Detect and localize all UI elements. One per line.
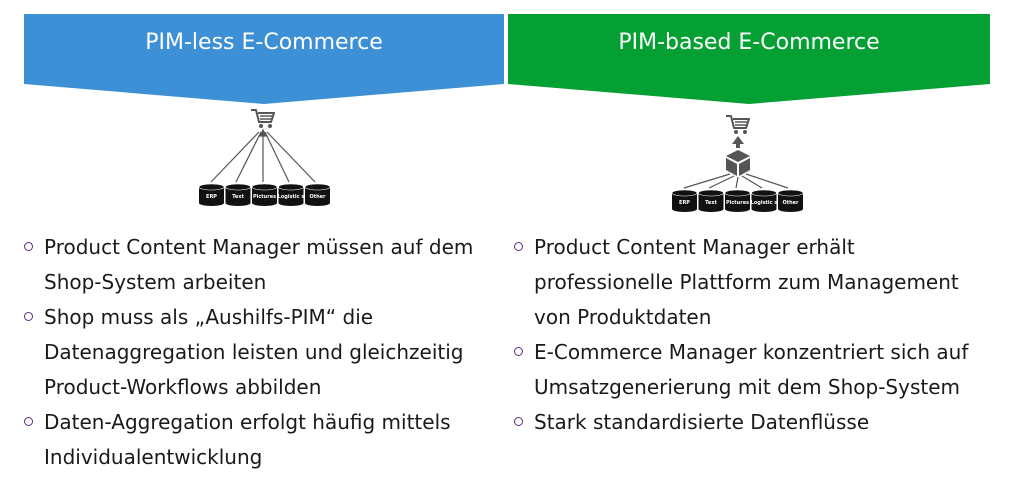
data-flow-arrows [683,173,789,189]
bullet-item: Daten-Aggregation erfolgt häufig mittels… [24,405,504,475]
database-icon: ERP [198,183,225,206]
database-label: Text [232,194,244,200]
database-label: Logistic s [751,200,778,206]
pim-less-title: PIM-less E-Commerce [145,30,383,55]
bullet-item: Product Content Manager müssen auf dem S… [24,230,504,300]
database-label: Text [705,200,717,206]
arrow-up-icon [732,136,744,148]
database-icon: Other [304,183,331,206]
bullet-circle-icon [24,417,33,426]
database-label: Other [782,200,799,206]
bullet-text: Product Content Manager müssen auf dem S… [44,235,474,294]
data-flow-arrows [210,128,316,183]
bullet-circle-icon [24,242,33,251]
bullet-text: Daten-Aggregation erfolgt häufig mittels… [44,410,451,469]
cart-icon [251,109,275,128]
pim-based-title: PIM-based E-Commerce [618,30,880,55]
database-label: Other [309,194,326,200]
bullet-item: Product Content Manager erhält professio… [514,230,994,335]
bullet-circle-icon [514,347,523,356]
bullet-item: Shop muss als „Aushilfs-PIM“ die Datenag… [24,300,504,405]
bullet-circle-icon [514,242,523,251]
database-icon: Text [225,183,251,206]
database-label: Pictures [253,194,276,200]
database-label: ERP [206,194,217,200]
bullet-item: Stark standardisierte Datenflüsse [514,405,994,440]
pim-based-bullet-list: Product Content Manager erhält professio… [514,230,994,440]
database-icon: Text [698,189,724,212]
database-icon: Pictures [251,183,278,206]
bullet-text: E-Commerce Manager konzentriert sich auf… [534,340,969,399]
database-icon: Pictures [724,189,751,212]
bullet-circle-icon [24,312,33,321]
database-label: ERP [679,200,690,206]
banner-shape-left [24,14,504,104]
cart-icon [726,115,750,134]
bullet-circle-icon [514,417,523,426]
pim-less-banner: PIM-less E-Commerce [24,0,504,112]
database-icon: Logistic s [278,183,305,206]
database-icon: Logistic s [751,189,778,212]
bullet-item: E-Commerce Manager konzentriert sich auf… [514,335,994,405]
pim-based-banner: PIM-based E-Commerce [508,0,990,112]
database-icon: Other [777,189,804,212]
bullet-text: Product Content Manager erhält professio… [534,235,959,329]
banner-shape-right [508,14,990,104]
pim-box-icon [726,150,750,176]
database-label: Pictures [726,200,749,206]
bullet-text: Shop muss als „Aushilfs-PIM“ die Datenag… [44,305,464,399]
bullet-text: Stark standardisierte Datenflüsse [534,410,870,434]
database-label: Logistic s [278,194,305,200]
pim-less-bullet-list: Product Content Manager müssen auf dem S… [24,230,504,475]
database-icon: ERP [671,189,698,212]
